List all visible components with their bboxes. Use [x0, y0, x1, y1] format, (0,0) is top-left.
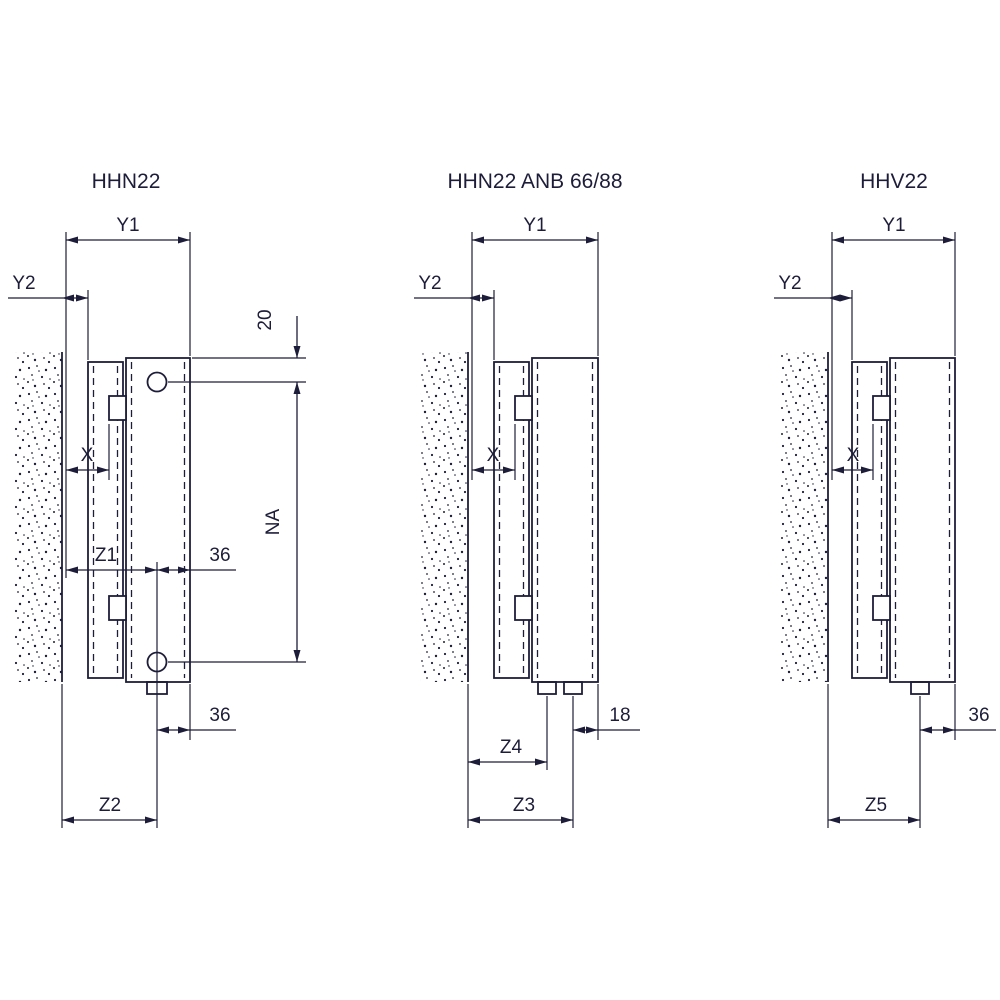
dimension-z3: Z3: [468, 795, 573, 824]
rear-panel: [493, 361, 530, 679]
bottom-connection-stub: [563, 681, 583, 695]
dimension-20-na: 20 NA: [168, 309, 306, 663]
mounting-bracket-top: [514, 395, 533, 421]
dim-label-z1: Z1: [95, 545, 117, 566]
dimension-y2: Y2: [8, 273, 89, 360]
dimension-18: 18: [572, 684, 640, 828]
dimension-z5: Z5: [827, 684, 920, 828]
mounting-bracket-top: [872, 395, 891, 421]
dim-label-y1: Y1: [523, 215, 546, 236]
diagram-title: HHN22 ANB 66/88: [447, 170, 622, 193]
diagram-hhn22-anb: HHN22 ANB 66/88 Y1 Y2: [414, 170, 640, 828]
diagram-title: HHV22: [860, 170, 928, 193]
mounting-bracket-bottom: [514, 595, 533, 621]
dim-label-z5: Z5: [865, 795, 887, 816]
dim-label-y1: Y1: [882, 215, 905, 236]
mounting-bracket-bottom: [108, 595, 127, 621]
dim-label-y2: Y2: [418, 273, 441, 294]
dim-label-y2: Y2: [778, 273, 801, 294]
front-panel: [531, 357, 599, 683]
dimension-y1: Y1: [831, 215, 956, 480]
rear-panel: [851, 361, 888, 679]
dim-label-y2: Y2: [12, 273, 35, 294]
dim-label-z2: Z2: [99, 795, 121, 816]
wall-hatch: [780, 352, 828, 682]
dimension-y2: Y2: [414, 273, 495, 360]
bottom-connection-stub: [910, 681, 930, 695]
wall-hatch: [420, 352, 468, 682]
dim-label-36-conn: 36: [209, 705, 230, 726]
dim-label-y1: Y1: [116, 215, 139, 236]
dim-label-36: 36: [968, 705, 989, 726]
dimension-x: X: [832, 424, 874, 480]
dimension-x: X: [472, 424, 516, 480]
dim-label-x: X: [81, 445, 94, 466]
dimension-z2: Z2: [61, 684, 157, 828]
diagram-title: HHN22: [92, 170, 161, 193]
dim-label-36-hub: 36: [209, 545, 230, 566]
front-panel: [889, 357, 956, 683]
front-panel: [125, 357, 191, 683]
dimension-36-bottom: 36: [157, 684, 236, 740]
top-hub-connection: [146, 371, 168, 393]
dimension-z1-and-36: Z1 36: [66, 545, 236, 828]
dim-label-x: X: [487, 445, 500, 466]
bottom-connection-stub: [537, 681, 557, 695]
dimension-36: 36: [919, 684, 996, 828]
dim-label-z4: Z4: [500, 737, 523, 758]
dim-label-z3: Z3: [513, 795, 535, 816]
dimension-y1: Y1: [65, 215, 191, 578]
dimension-z4: Z4: [467, 684, 548, 828]
diagram-hhn22: HHN22 Y1 Y2: [8, 170, 306, 828]
dimension-y1: Y1: [471, 215, 599, 480]
mounting-bracket-top: [108, 395, 127, 421]
diagram-hhv22: HHV22 Y1 Y2 X: [774, 170, 996, 828]
dim-label-18: 18: [609, 705, 630, 726]
dim-label-na: NA: [263, 508, 284, 535]
dim-label-x: X: [847, 445, 860, 466]
dim-label-20: 20: [255, 309, 276, 330]
wall-hatch: [14, 352, 62, 682]
rear-panel: [87, 361, 124, 679]
mounting-bracket-bottom: [872, 595, 891, 621]
dimension-x: X: [66, 424, 110, 480]
dimension-y2: Y2: [774, 273, 853, 360]
